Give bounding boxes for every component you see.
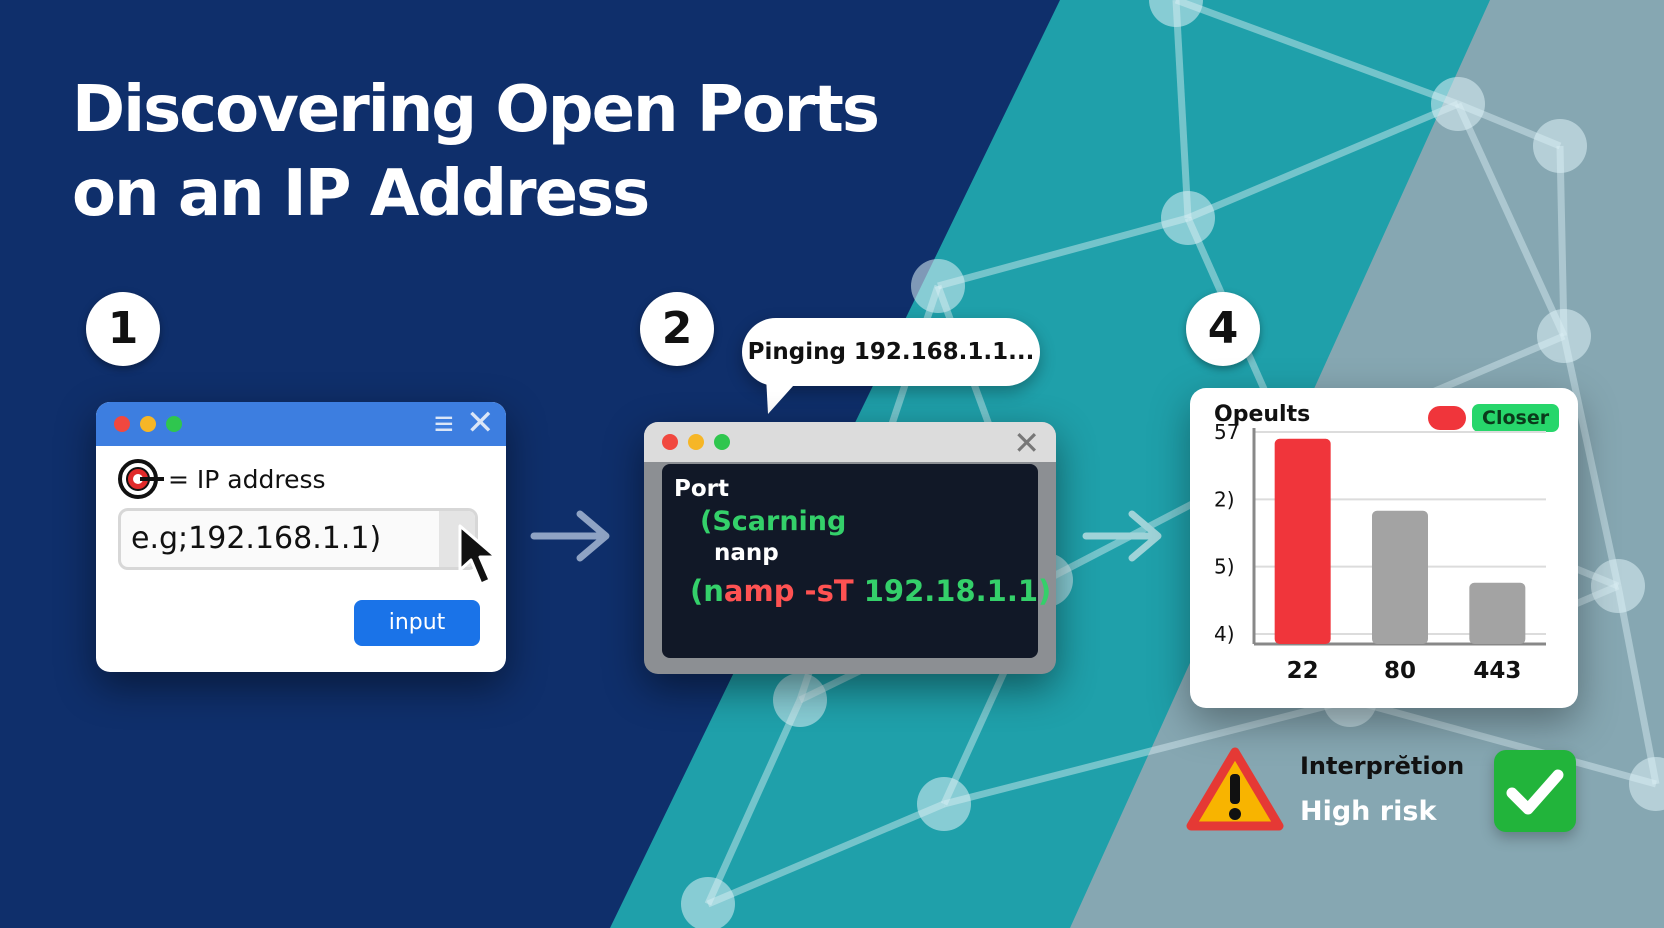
- terminal-token: (n: [690, 574, 724, 608]
- x-tick-label: 80: [1384, 658, 1416, 684]
- y-tick-label: 57: [1214, 420, 1239, 444]
- network-node: [773, 673, 827, 727]
- risk-level-label: High risk: [1300, 796, 1437, 827]
- network-node: [1533, 119, 1587, 173]
- terminal-token: 192.1: [853, 574, 956, 608]
- results-card: Opeults Closer 57 2) 5) 4) 22 80 443: [1190, 388, 1578, 708]
- title-line-2: on an IP Address: [72, 157, 650, 231]
- minimize-dot[interactable]: [140, 416, 156, 432]
- results-title: Opeults: [1214, 402, 1311, 427]
- bar-port-443: [1469, 582, 1526, 644]
- ip-address-input[interactable]: e.g;192.168.1.1): [118, 508, 478, 570]
- ping-status-bubble: Pinging 192.168.1.1...: [742, 318, 1040, 386]
- network-edge: [943, 696, 1351, 808]
- step-2-badge: 2: [640, 292, 714, 366]
- bubble-tail: [766, 376, 802, 414]
- ip-field-row: = IP address: [118, 458, 326, 500]
- close-icon[interactable]: ✕: [466, 404, 495, 442]
- step-4-badge: 4: [1186, 292, 1260, 366]
- network-edge: [704, 698, 804, 906]
- network-node: [917, 777, 971, 831]
- step-1-badge: 1: [86, 292, 160, 366]
- ip-field-label: = IP address: [168, 464, 326, 494]
- x-tick-label: 22: [1287, 658, 1319, 684]
- page-title: Discovering Open Ports on an IP Address: [72, 68, 880, 236]
- network-node: [1149, 0, 1203, 27]
- legend-swatch: [1428, 406, 1466, 430]
- port-bar-chart: 57 2) 5) 4) 22 80 443: [1214, 420, 1546, 684]
- terminal-command-line: (namp -sT 192.18.1.1): [690, 574, 1051, 608]
- network-edge: [1349, 696, 1657, 788]
- network-edge: [706, 800, 946, 908]
- y-tick-label: 2): [1214, 487, 1235, 511]
- network-edge: [1172, 0, 1192, 219]
- x-tick-label: 443: [1473, 658, 1521, 684]
- close-icon[interactable]: ✕: [1013, 425, 1040, 461]
- checkmark-icon: [1494, 750, 1576, 832]
- network-node: [681, 877, 735, 928]
- bar-port-80: [1372, 510, 1428, 644]
- ip-input-window: ≡ ✕ = IP address e.g;192.168.1.1) input: [96, 402, 506, 672]
- network-node: [1591, 559, 1645, 613]
- title-line-1: Discovering Open Ports: [72, 73, 880, 147]
- maximize-dot[interactable]: [714, 434, 730, 450]
- terminal-line: nanp: [714, 540, 779, 566]
- terminal-output: Port (Scarning nanp (namp -sT 192.18.1.1…: [662, 464, 1051, 658]
- input-button[interactable]: input: [354, 600, 480, 646]
- window-titlebar: ≡ ✕: [96, 402, 506, 446]
- arrow-right-icon: [530, 510, 610, 562]
- network-node: [911, 259, 965, 313]
- network-edge: [1186, 100, 1460, 222]
- network-edge: [1560, 335, 1622, 587]
- maximize-dot[interactable]: [166, 416, 182, 432]
- network-edge: [1454, 102, 1568, 338]
- warning-icon: [1186, 747, 1284, 831]
- target-icon: [118, 459, 164, 499]
- network-edge: [1556, 145, 1568, 337]
- interpretation-label: Interprĕtion: [1300, 752, 1465, 780]
- network-node: [1431, 77, 1485, 131]
- network-edge: [1614, 585, 1660, 785]
- network-edge: [1174, 0, 1460, 108]
- y-tick-label: 5): [1214, 555, 1235, 579]
- terminal-token: amp -sT: [723, 574, 854, 608]
- terminal-line: Port: [674, 476, 729, 502]
- arrow-right-icon: [1082, 510, 1162, 562]
- terminal-titlebar: ✕: [644, 422, 1056, 462]
- terminal-window: ✕ Port (Scarning nanp (namp -sT 192.18.1…: [644, 422, 1056, 674]
- mouse-cursor-icon: [458, 524, 498, 586]
- network-node: [1629, 757, 1664, 811]
- ip-address-value: e.g;192.168.1.1): [131, 521, 382, 556]
- bar-port-22: [1274, 438, 1331, 644]
- close-dot[interactable]: [114, 416, 130, 432]
- network-edge: [937, 214, 1189, 290]
- legend-label: Closer: [1472, 404, 1560, 432]
- minimize-dot[interactable]: [688, 434, 704, 450]
- terminal-line: (Scarning: [700, 506, 847, 537]
- terminal-token: 8.1.1): [955, 574, 1052, 608]
- close-dot[interactable]: [662, 434, 678, 450]
- network-node: [1537, 309, 1591, 363]
- expand-icon[interactable]: ≡: [434, 405, 454, 443]
- network-node: [1161, 191, 1215, 245]
- y-tick-label: 4): [1214, 622, 1235, 646]
